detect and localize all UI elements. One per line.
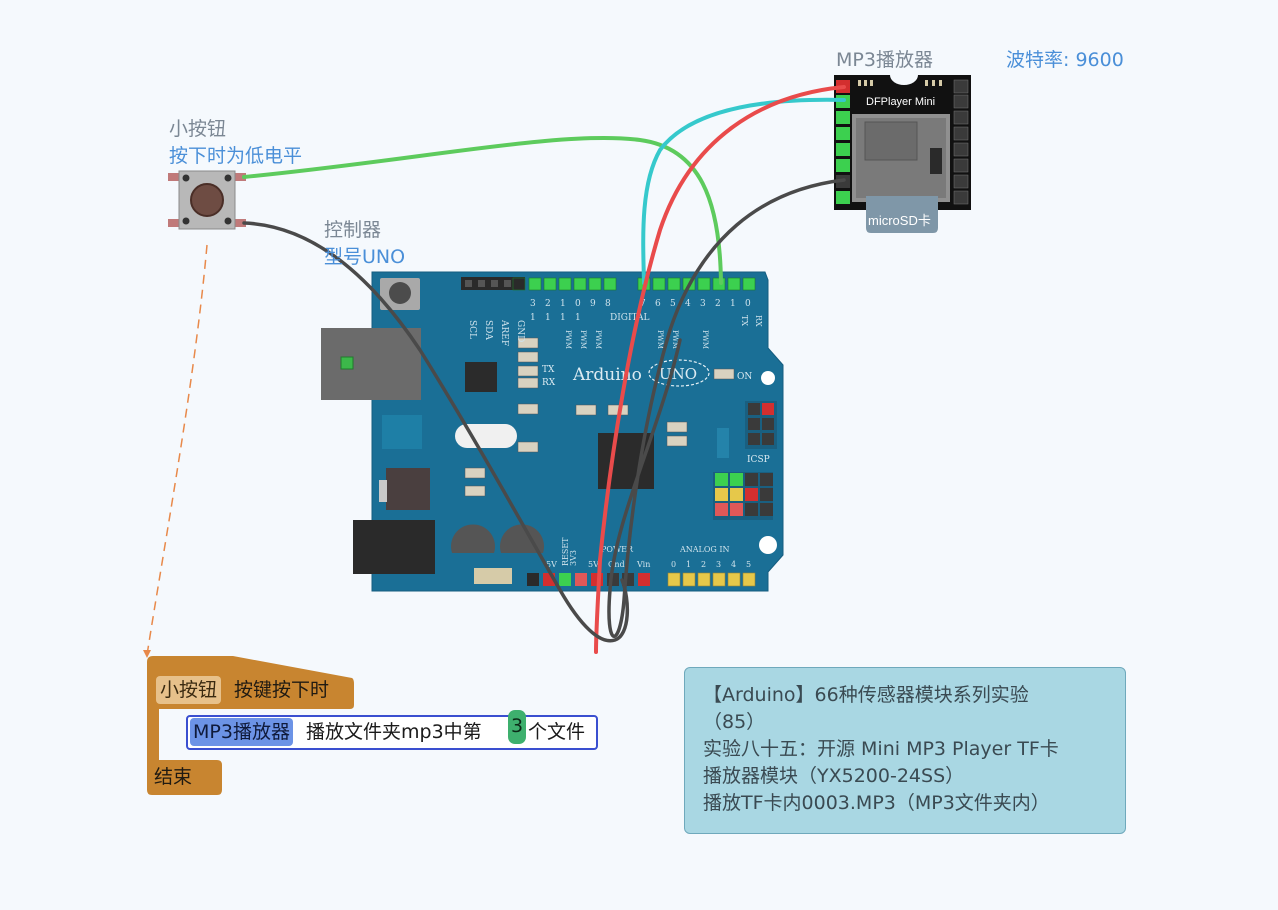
svg-text:4: 4: [731, 560, 736, 569]
svg-text:5V: 5V: [588, 560, 599, 569]
svg-text:0: 0: [575, 299, 581, 309]
svg-text:TX: TX: [542, 365, 555, 375]
svg-text:2: 2: [715, 299, 721, 309]
svg-text:0: 0: [745, 299, 751, 309]
svg-text:5: 5: [746, 560, 751, 569]
svg-text:3: 3: [530, 299, 536, 309]
mp3-action-text: 播放文件夹mp3中第: [306, 721, 482, 743]
icsp-header: [745, 401, 777, 449]
arduino-model-text: UNO: [659, 365, 697, 383]
svg-text:3: 3: [700, 299, 706, 309]
svg-text:1: 1: [530, 313, 536, 323]
wire-black-gnd-mp3[interactable]: [607, 178, 846, 638]
event-label: 按键按下时: [234, 679, 330, 701]
extension-pads: [713, 472, 773, 520]
voltage-regulator: [386, 468, 430, 510]
svg-text:Vin: Vin: [636, 560, 650, 569]
svg-text:RX: RX: [754, 315, 763, 327]
svg-text:SCL: SCL: [467, 320, 477, 339]
svg-text:ANALOG IN: ANALOG IN: [679, 545, 730, 554]
svg-text:1: 1: [560, 299, 566, 309]
svg-text:1: 1: [575, 313, 581, 323]
svg-text:PWM: PWM: [579, 330, 587, 349]
crystal: [455, 424, 517, 448]
svg-text:8: 8: [605, 299, 611, 309]
svg-text:PWM: PWM: [701, 330, 709, 349]
svg-text:1: 1: [545, 313, 551, 323]
svg-text:ON: ON: [737, 372, 752, 382]
power-jack: [353, 520, 435, 574]
microsd-card: [866, 196, 938, 233]
svg-text:PWM: PWM: [564, 330, 572, 349]
svg-text:ICSP: ICSP: [747, 455, 770, 465]
dfplayer-mini-module[interactable]: DFPlayer Mini microSD卡: [834, 75, 971, 233]
svg-text:AREF: AREF: [499, 319, 509, 346]
svg-text:5V: 5V: [546, 560, 557, 569]
wire-red-vcc[interactable]: [594, 85, 846, 654]
wire-cyan-rx[interactable]: [641, 97, 846, 285]
svg-text:5: 5: [670, 299, 676, 309]
svg-text:PWM: PWM: [671, 330, 679, 349]
svg-text:GND: GND: [515, 320, 525, 342]
capacitor-1: [451, 524, 496, 553]
controller-subtitle: 型号UNO: [324, 246, 406, 268]
wire-black-gnd-button[interactable]: [242, 221, 630, 643]
mp3-play-block[interactable]: MP3播放器 播放文件夹mp3中第 3 个文件: [186, 710, 598, 750]
svg-text:4: 4: [685, 299, 691, 309]
svg-text:1: 1: [730, 299, 736, 309]
event-button-chip[interactable]: 小按钮: [156, 676, 222, 704]
note-line: 【Arduino】66种传感器模块系列实验: [703, 684, 1029, 706]
svg-text:microSD卡: microSD卡: [868, 213, 931, 228]
analog-header-pins[interactable]: [667, 572, 756, 587]
button-subtitle: 按下时为低电平: [169, 145, 303, 167]
digital-label: DIGITAL: [610, 313, 650, 323]
digital-header-pins[interactable]: [512, 277, 756, 291]
description-note: 【Arduino】66种传感器模块系列实验 （85） 实验八十五：开源 Mini…: [684, 667, 1126, 834]
dashed-link-line: [146, 244, 208, 656]
note-line: 播放TF卡内0003.MP3（MP3文件夹内）: [703, 792, 1050, 814]
svg-text:9: 9: [590, 299, 596, 309]
mp3-title: MP3播放器: [836, 49, 933, 71]
baud-rate-label: 波特率: 9600: [1006, 49, 1124, 71]
svg-text:PWM: PWM: [656, 330, 664, 349]
usb-connector: [321, 328, 421, 400]
note-line: （85）: [703, 711, 766, 733]
svg-text:7: 7: [640, 299, 646, 309]
dashed-link-arrow: [143, 650, 151, 658]
wire-green-signal[interactable]: [242, 136, 723, 285]
dfplayer-label: DFPlayer Mini: [866, 96, 935, 108]
track-number-input[interactable]: 3: [508, 710, 527, 744]
mp3-action-suffix: 个文件: [528, 721, 586, 743]
arduino-brand-text: Arduino: [572, 365, 642, 385]
svg-text:0: 0: [671, 560, 676, 569]
svg-text:3: 3: [716, 560, 721, 569]
push-button-module[interactable]: [168, 170, 246, 230]
svg-text:PWM: PWM: [594, 330, 602, 349]
svg-text:2: 2: [545, 299, 551, 309]
note-line: 实验八十五：开源 Mini MP3 Player TF卡: [703, 738, 1059, 760]
microcontroller-chip: [598, 433, 654, 489]
event-block[interactable]: 小按钮 按键按下时 结束: [147, 656, 355, 796]
svg-text:RESET: RESET: [561, 537, 570, 566]
svg-text:SDA: SDA: [483, 320, 493, 340]
svg-text:TX: TX: [740, 315, 749, 326]
svg-text:1: 1: [686, 560, 691, 569]
svg-text:3V3: 3V3: [569, 550, 578, 566]
svg-text:6: 6: [655, 299, 661, 309]
button-title: 小按钮: [169, 118, 227, 140]
svg-text:RX: RX: [542, 378, 556, 388]
mp3-player-chip[interactable]: MP3播放器: [190, 718, 293, 746]
controller-title: 控制器: [324, 219, 382, 241]
note-line: 播放器模块（YX5200-24SS）: [703, 765, 965, 787]
end-label: 结束: [154, 766, 193, 788]
svg-text:2: 2: [701, 560, 706, 569]
svg-text:1: 1: [560, 313, 566, 323]
svg-text:Gnd: Gnd: [608, 560, 625, 569]
